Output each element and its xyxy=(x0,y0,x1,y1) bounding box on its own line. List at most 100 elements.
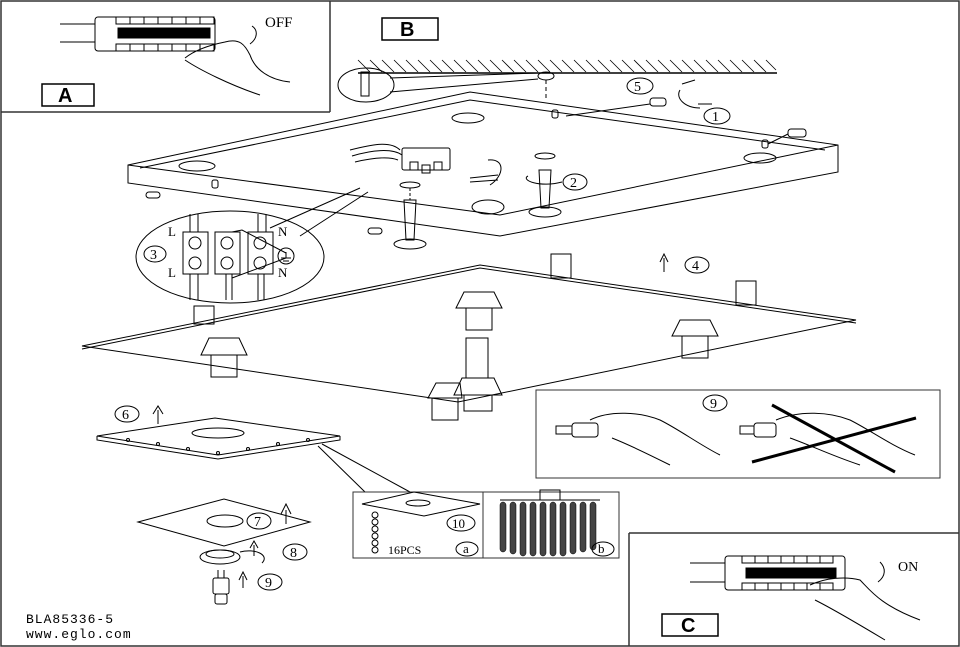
crystal-detail: 16PCS 10 a b xyxy=(352,489,620,559)
side-screws xyxy=(145,79,807,235)
svg-text:a: a xyxy=(463,541,469,556)
step-marker-2: 2 xyxy=(562,173,588,191)
rotate-arrow-icon xyxy=(877,561,885,583)
neutral-label-bottom: N xyxy=(278,265,288,280)
crystal-chandelier-detail: b xyxy=(499,489,615,557)
switch-state-off: OFF xyxy=(265,15,293,31)
model-number: BLA85336-5 xyxy=(26,612,115,627)
screw-icon xyxy=(145,191,161,199)
crystal-strand-icon xyxy=(371,511,379,554)
crystal-frame xyxy=(96,417,411,493)
mounting-bracket xyxy=(193,305,215,325)
screw-fixing xyxy=(393,152,563,250)
step-marker-1: 1 xyxy=(703,107,731,125)
lamp-plate: 4 xyxy=(81,252,857,403)
breaker-switches xyxy=(741,555,837,591)
svg-text:b: b xyxy=(598,541,605,556)
arrow-up-icon xyxy=(280,502,292,524)
lamp-holders xyxy=(200,291,719,421)
website-link[interactable]: www.eglo.com xyxy=(26,627,132,642)
terminal-block-wires xyxy=(349,143,502,186)
breaker-box-off xyxy=(60,16,291,96)
hand-icon xyxy=(589,412,721,466)
rotate-arrow-icon xyxy=(239,550,265,564)
step-marker-8: 8 xyxy=(282,543,308,561)
rotate-arrow-icon xyxy=(678,79,701,109)
svg-text:5: 5 xyxy=(634,80,641,95)
screw-icon xyxy=(787,128,807,138)
lamp-holder-icon xyxy=(671,319,719,359)
sub-marker-a: a xyxy=(455,541,479,557)
hand-icon xyxy=(809,577,921,641)
svg-text:3: 3 xyxy=(150,248,157,263)
bulb-icon xyxy=(753,422,777,438)
live-label-top: L xyxy=(168,224,176,239)
breaker-box-on xyxy=(690,555,921,641)
step-marker-9-lower: 9 xyxy=(257,573,283,591)
cross-out-icon xyxy=(751,403,917,474)
rotate-arrow-icon xyxy=(249,25,257,45)
live-label-bottom: L xyxy=(168,265,176,280)
switch-state-on: ON xyxy=(898,560,918,575)
step-marker-9: 9 xyxy=(702,394,728,412)
svg-text:7: 7 xyxy=(254,515,261,530)
panel-label-box-b xyxy=(381,17,439,41)
bulb-icon xyxy=(212,577,230,595)
screw-icon xyxy=(538,169,552,209)
hand-icon xyxy=(775,412,916,466)
arrow-up-icon xyxy=(152,405,164,424)
panel-label-b: B xyxy=(400,19,414,41)
step-marker-7: 7 xyxy=(246,512,272,530)
svg-text:4: 4 xyxy=(692,259,699,274)
panel-c: ON C xyxy=(628,532,959,646)
ceiling-canopy xyxy=(127,91,839,237)
step-marker-4: 4 xyxy=(684,256,710,274)
panel-label-c: C xyxy=(681,615,695,637)
svg-text:8: 8 xyxy=(290,546,297,561)
lamp-holder-icon xyxy=(455,291,503,331)
arrow-up-icon xyxy=(238,570,248,588)
arrow-up-icon xyxy=(659,252,669,272)
wiring-detail: L L N N 3 xyxy=(135,187,369,304)
svg-text:6: 6 xyxy=(122,408,129,423)
mounting-bracket xyxy=(735,280,757,306)
panel-label-box-a xyxy=(41,83,95,107)
screw-icon xyxy=(403,199,417,241)
crystal-frame-assembly: 6 7 8 xyxy=(96,405,411,605)
panel-label-a: A xyxy=(58,85,72,107)
svg-text:10: 10 xyxy=(452,516,465,531)
cover-plate: 7 xyxy=(136,498,312,547)
screw-icon xyxy=(649,97,667,107)
svg-text:2: 2 xyxy=(570,176,577,191)
crystal-strand-detail: 16PCS 10 a xyxy=(361,491,481,557)
lamp-holder-icon xyxy=(200,337,248,378)
arrow-up-icon xyxy=(249,539,259,556)
step-marker-5: 5 xyxy=(626,77,654,95)
correct-handling xyxy=(555,412,721,466)
step-marker-10: 10 xyxy=(446,514,476,532)
neutral-label-top: N xyxy=(278,224,288,239)
ground-icon xyxy=(277,247,295,265)
panel-a: OFF A xyxy=(41,15,293,107)
wall-plug-detail xyxy=(337,67,555,103)
ceiling-hatch xyxy=(357,59,777,74)
bulb-icon xyxy=(571,422,599,438)
lamp-holder-icon xyxy=(427,337,503,421)
g9-bulb: 9 xyxy=(212,570,283,605)
ring-nut: 8 xyxy=(199,539,308,565)
mounting-bracket xyxy=(550,253,572,279)
panel-b: B xyxy=(81,17,857,421)
svg-text:9: 9 xyxy=(265,576,272,591)
incorrect-handling xyxy=(739,403,917,474)
panel-label-box-c xyxy=(661,613,719,637)
svg-text:1: 1 xyxy=(712,110,719,125)
panel-bulb-handling: 9 xyxy=(535,389,941,479)
step-marker-3: 3 xyxy=(143,245,167,263)
svg-text:9: 9 xyxy=(710,397,717,412)
breaker-switches xyxy=(115,16,215,52)
sub-marker-b: b xyxy=(591,541,615,557)
crystal-cluster-icon xyxy=(499,501,597,557)
rotate-arrow-icon xyxy=(525,175,563,185)
screw-icon xyxy=(367,227,383,235)
